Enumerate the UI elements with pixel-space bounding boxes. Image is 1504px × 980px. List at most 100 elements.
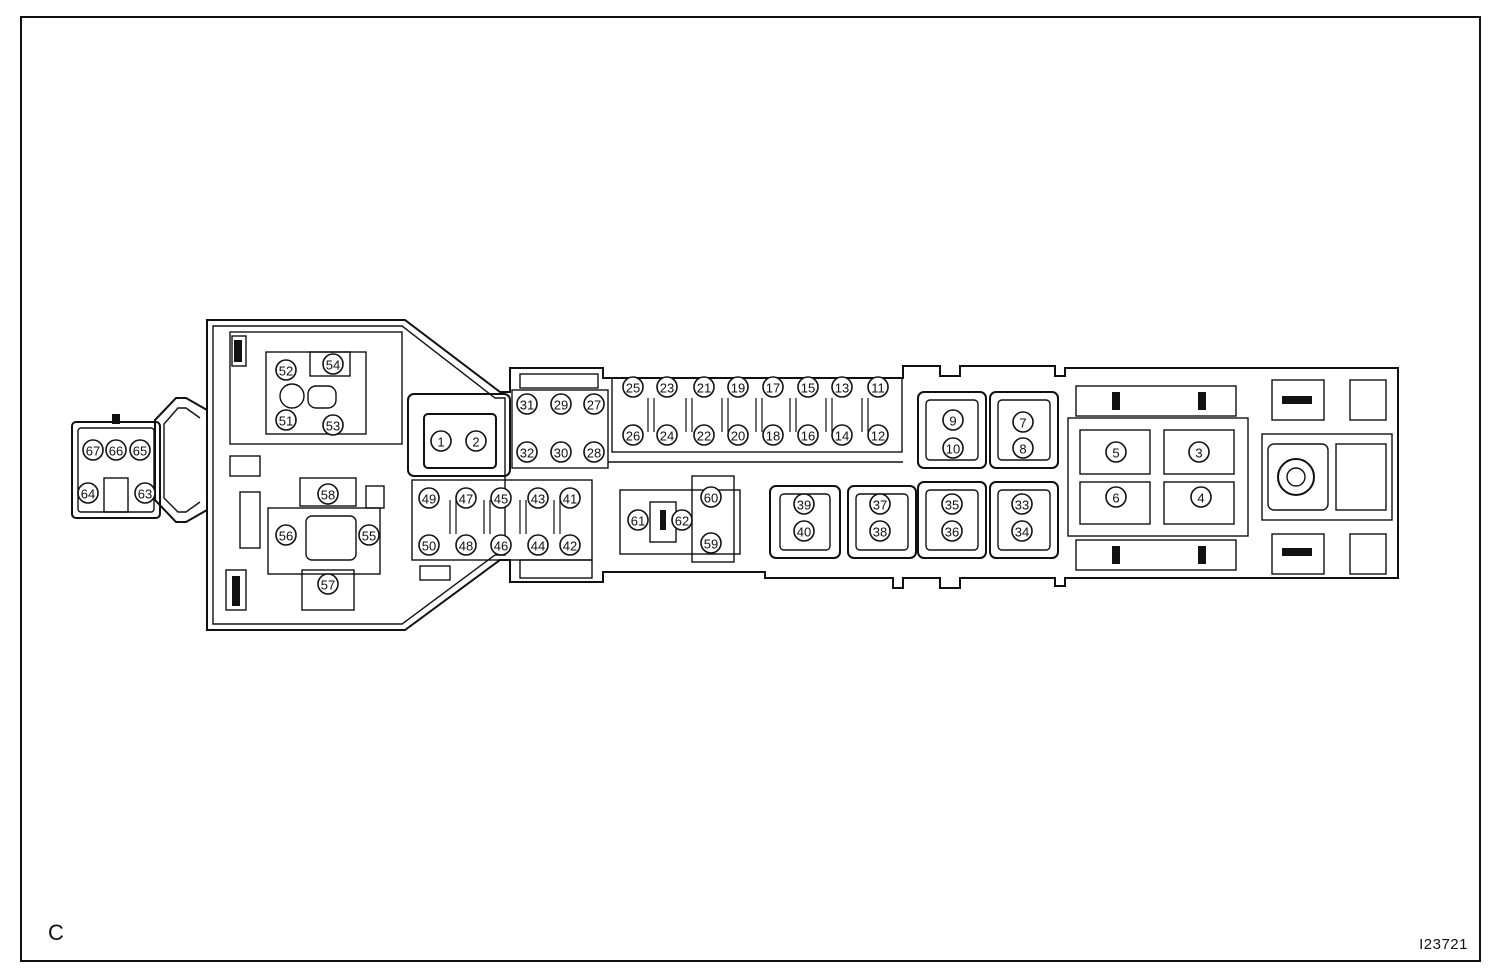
pin-number: 47 (459, 492, 473, 507)
pin-37: 37 (869, 493, 891, 515)
pin-circle (430, 430, 452, 452)
pin-circle (869, 493, 891, 515)
pin-19: 19 (727, 376, 749, 398)
pin-circle (831, 424, 853, 446)
pin-36: 36 (941, 520, 963, 542)
pin-number: 62 (675, 514, 689, 529)
pin-number: 59 (704, 537, 718, 552)
pin-circle (418, 487, 440, 509)
pin-circle (797, 376, 819, 398)
relay-housings-33-40 (769, 481, 1059, 559)
pin-circle (77, 482, 99, 504)
pin-circle (455, 487, 477, 509)
pin-circle (559, 487, 581, 509)
pin-67: 67 (82, 439, 104, 461)
pin-circle (559, 534, 581, 556)
pin-53: 53 (322, 414, 344, 436)
pin-32: 32 (516, 441, 538, 463)
diagram-frame (20, 16, 1481, 962)
pin-number: 5 (1112, 446, 1119, 461)
pin-45: 45 (490, 487, 512, 509)
relay-59-62 (608, 461, 903, 563)
pin-number: 25 (626, 381, 640, 396)
pin-50: 50 (418, 534, 440, 556)
pin-circle (516, 393, 538, 415)
pin-49: 49 (418, 487, 440, 509)
pin-31: 31 (516, 393, 538, 415)
pin-number: 1 (437, 435, 444, 450)
fuse-block-11-26 (611, 377, 903, 453)
pin-number: 51 (279, 414, 293, 429)
pin-14: 14 (831, 424, 853, 446)
pin-number: 19 (731, 381, 745, 396)
pin-circle (700, 486, 722, 508)
pin-number: 6 (1112, 491, 1119, 506)
pin-12: 12 (867, 424, 889, 446)
pin-number: 65 (133, 444, 147, 459)
pin-59: 59 (700, 532, 722, 554)
pin-number: 50 (422, 539, 436, 554)
pin-number: 56 (279, 529, 293, 544)
pin-circle (105, 439, 127, 461)
pin-40: 40 (793, 520, 815, 542)
pin-circle (762, 424, 784, 446)
pin-58: 58 (317, 483, 339, 505)
pin-number: 49 (422, 492, 436, 507)
pin-circle (622, 376, 644, 398)
pin-circle (418, 534, 440, 556)
pin-number: 9 (949, 414, 956, 429)
pin-56: 56 (275, 524, 297, 546)
pin-number: 24 (660, 429, 674, 444)
pin-circle (793, 493, 815, 515)
pin-21: 21 (693, 376, 715, 398)
pin-17: 17 (762, 376, 784, 398)
pin-number: 58 (321, 488, 335, 503)
pin-number: 44 (531, 539, 545, 554)
pin-8: 8 (1012, 437, 1034, 459)
pin-circle (762, 376, 784, 398)
pin-27: 27 (583, 393, 605, 415)
pin-circle (490, 487, 512, 509)
pin-46: 46 (490, 534, 512, 556)
large-fuse-area-3-6 (1067, 385, 1249, 571)
pin-6: 6 (1105, 486, 1127, 508)
pin-number: 39 (797, 498, 811, 513)
pin-number: 29 (554, 398, 568, 413)
pin-number: 37 (873, 498, 887, 513)
pin-circle (627, 509, 649, 531)
pin-number: 54 (326, 358, 340, 373)
left-relay-area (225, 331, 403, 611)
pin-64: 64 (77, 482, 99, 504)
pin-63: 63 (134, 482, 156, 504)
pin-number: 16 (801, 429, 815, 444)
pin-39: 39 (793, 493, 815, 515)
pin-number: 46 (494, 539, 508, 554)
pin-20: 20 (727, 424, 749, 446)
pin-18: 18 (762, 424, 784, 446)
pin-number: 41 (563, 492, 577, 507)
pin-number: 66 (109, 444, 123, 459)
corner-label: C (48, 920, 64, 945)
pin-number: 3 (1195, 446, 1202, 461)
pin-circle (867, 424, 889, 446)
pin-25: 25 (622, 376, 644, 398)
pin-circle (1011, 493, 1033, 515)
pin-circle (134, 482, 156, 504)
pin-number: 11 (871, 381, 885, 396)
pin-number: 17 (766, 381, 780, 396)
pin-60: 60 (700, 486, 722, 508)
pin-circle (275, 409, 297, 431)
relay-1-2-housing (407, 393, 511, 477)
pin-circle (797, 424, 819, 446)
pin-circle (700, 532, 722, 554)
pin-circle (322, 353, 344, 375)
pin-circle (550, 441, 572, 463)
pin-29: 29 (550, 393, 572, 415)
pin-number: 36 (945, 525, 959, 540)
pin-44: 44 (527, 534, 549, 556)
pin-number: 67 (86, 444, 100, 459)
pin-circle (583, 393, 605, 415)
pin-circle (941, 520, 963, 542)
pin-number: 23 (660, 381, 674, 396)
